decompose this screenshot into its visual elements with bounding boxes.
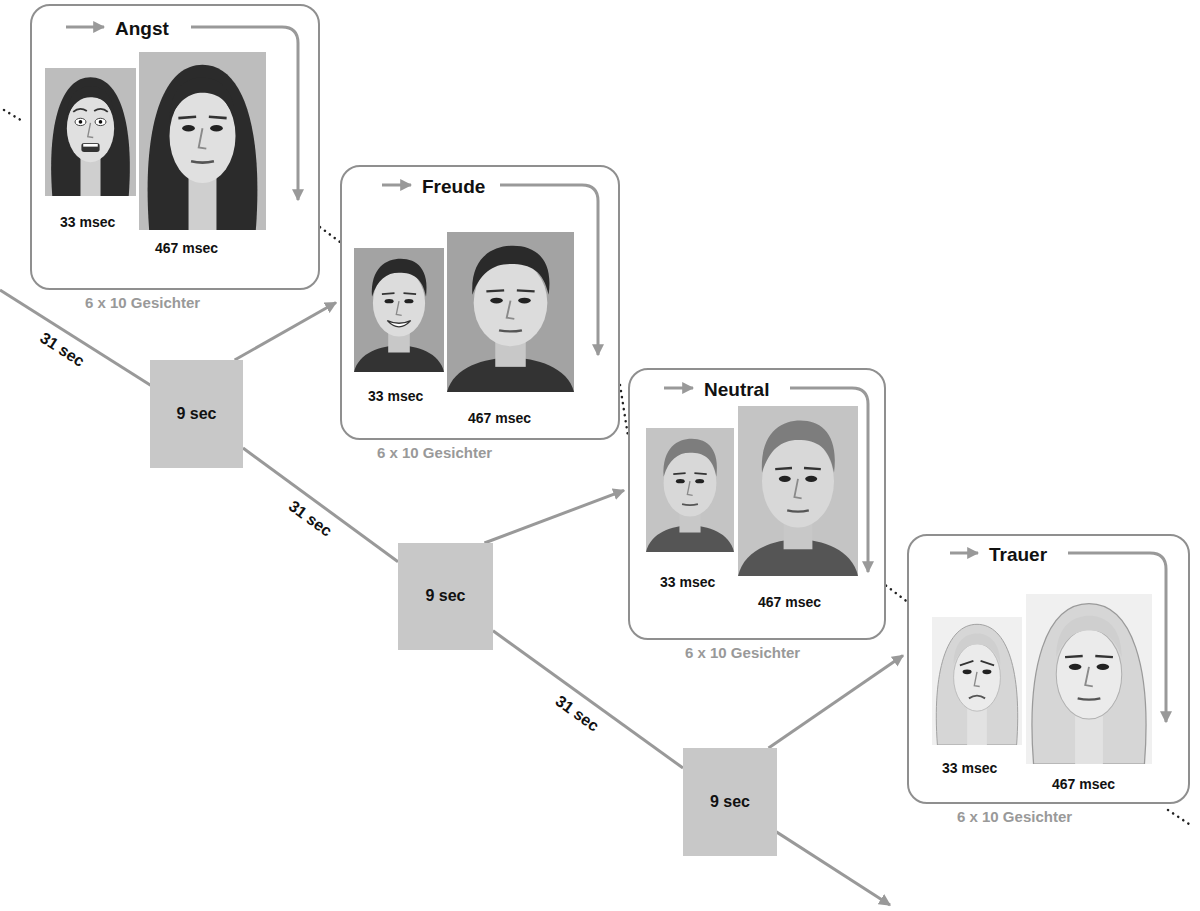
duration-label: 467 msec	[1052, 776, 1115, 792]
face-photo	[45, 52, 1152, 764]
interval-label: 31 sec	[285, 498, 335, 542]
face-count-label: 6 x 10 Gesichter	[377, 444, 492, 461]
emotion-block: Angst33 msec467 msec6 x 10 Gesichter	[30, 4, 320, 290]
pause-duration: 9 sec	[176, 405, 216, 423]
face-count-label: 6 x 10 Gesichter	[957, 808, 1072, 825]
emotion-heading: Freude	[420, 176, 487, 198]
timeline-arrow	[484, 490, 624, 543]
emotion-heading: Trauer	[987, 544, 1049, 566]
pause-square: 9 sec	[150, 360, 243, 468]
pause-square: 9 sec	[683, 748, 777, 856]
duration-label: 33 msec	[942, 760, 997, 776]
emotion-block: Neutral33 msec467 msec6 x 10 Gesichter	[628, 368, 886, 640]
dotted-connector	[620, 385, 628, 436]
duration-label: 33 msec	[60, 214, 115, 230]
timeline-arrow	[235, 303, 336, 361]
interval-label: 31 sec	[552, 692, 602, 736]
emotion-block: Freude33 msec467 msec6 x 10 Gesichter	[340, 165, 620, 440]
dotted-connector	[886, 586, 907, 602]
emotion-block: Trauer33 msec467 msec6 x 10 Gesichter	[907, 534, 1190, 804]
timeline-arrow	[243, 448, 398, 562]
timeline-arrow	[493, 631, 683, 768]
duration-label: 33 msec	[368, 388, 423, 404]
duration-label: 33 msec	[660, 574, 715, 590]
pause-duration: 9 sec	[425, 587, 465, 605]
duration-label: 467 msec	[468, 410, 531, 426]
interval-label: 31 sec	[36, 329, 87, 371]
loop-arrow	[66, 27, 1166, 722]
face-count-label: 6 x 10 Gesichter	[85, 294, 200, 311]
duration-label: 467 msec	[758, 594, 821, 610]
duration-label: 467 msec	[155, 240, 218, 256]
emotion-heading: Angst	[113, 18, 171, 40]
timeline-arrow	[769, 656, 903, 749]
dotted-connector	[320, 227, 340, 242]
pause-square: 9 sec	[398, 543, 493, 650]
face-count-label: 6 x 10 Gesichter	[685, 644, 800, 661]
timeline-line	[0, 290, 890, 905]
emotion-heading: Neutral	[702, 379, 771, 401]
pause-duration: 9 sec	[710, 793, 750, 811]
